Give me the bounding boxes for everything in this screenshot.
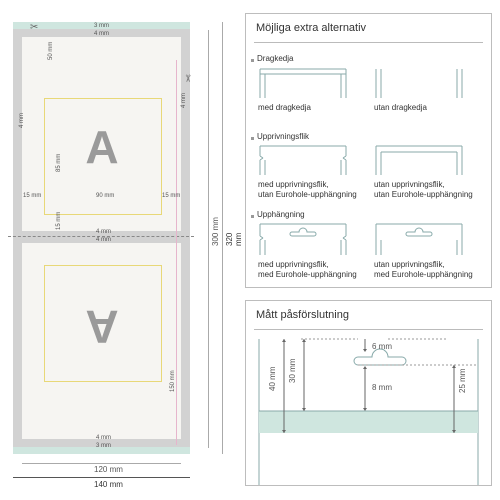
dim-top-3: 3 mm [94, 23, 109, 29]
bag-with-zipper-icon [259, 68, 347, 98]
bag-without-notch-with-eurohole-icon [375, 223, 463, 255]
dim-side-4-right: 4 mm [181, 93, 187, 108]
with-hang-label-2: med Eurohole-upphängning [258, 270, 357, 279]
without-hang-label-1: utan upprivningsflik, [374, 260, 445, 269]
bag-without-tear-notch-icon [375, 145, 463, 175]
print-area-bottom [44, 265, 162, 382]
with-flik-label-1: med upprivningsflik, [258, 180, 329, 189]
hang-heading: Upphängning [257, 210, 305, 219]
dim-320: 320 mm [225, 232, 243, 246]
with-flik-label-2: utan Eurohole-upphängning [258, 190, 357, 199]
letter-a-bottom: A [85, 301, 119, 353]
fold-line [8, 236, 194, 237]
dim-30mm: 30 mm [288, 358, 297, 383]
dim-15-left: 15 mm [23, 193, 42, 199]
dim-line-300 [208, 30, 209, 448]
scissors-icon: ✂ [181, 74, 193, 83]
bag-with-tear-notch-icon [259, 145, 347, 175]
letter-a-top: A [85, 121, 119, 173]
dim-line-140 [13, 477, 190, 478]
bag-with-notch-and-eurohole-icon [259, 223, 347, 255]
panel-title: Möjliga extra alternativ [256, 22, 367, 34]
dim-6mm: 6 mm [372, 342, 392, 351]
dim-40mm: 40 mm [268, 366, 277, 391]
without-flik-label-1: utan upprivningsflik, [374, 180, 445, 189]
dim-side-4-left: 4 mm [19, 113, 25, 128]
closure-title-divider [254, 329, 483, 330]
flik-heading: Upprivningsflik [257, 132, 310, 141]
dim-25mm: 25 mm [458, 368, 467, 393]
dim-140: 140 mm [94, 480, 123, 489]
dim-bot-3: 3 mm [96, 443, 111, 449]
without-flik-label-2: utan Eurohole-upphängning [374, 190, 473, 199]
without-zipper-label: utan dragkedja [374, 103, 427, 112]
dim-15-vert: 15 mm [56, 211, 62, 230]
dim-85: 85 mm [56, 153, 62, 172]
dragkedja-heading: Dragkedja [257, 54, 294, 63]
dim-8mm: 8 mm [372, 383, 392, 392]
dim-50: 50 mm [48, 41, 54, 60]
dim-line-120 [22, 463, 181, 464]
front-panel [22, 37, 181, 231]
closure-title: Mått påsförslutning [256, 309, 349, 321]
print-area-top [44, 98, 162, 215]
scissors-icon: ✂ [30, 22, 39, 33]
dim-120: 120 mm [94, 465, 123, 474]
without-hang-label-2: med Eurohole-upphängning [374, 270, 473, 279]
dim-top-4: 4 mm [94, 31, 109, 37]
dim-line-320 [222, 22, 223, 454]
back-panel [22, 243, 181, 439]
bullet [251, 215, 254, 218]
bag-layout-diagram: A A 3 mm 4 mm 50 mm 85 mm 90 mm 15 mm 15… [0, 0, 243, 500]
with-hang-label-1: med upprivningsflik, [258, 260, 329, 269]
dim-mid-4-a: 4 mm [96, 229, 111, 235]
bag-without-zipper-icon [375, 69, 463, 98]
closure-dimensions-panel: Mått påsförslutning 6 mm 8 mm [245, 300, 492, 486]
dim-300: 300 mm [211, 217, 220, 246]
closure-diagram [258, 338, 479, 485]
dim-15-right: 15 mm [162, 193, 181, 199]
with-zipper-label: med dragkedja [258, 103, 311, 112]
title-divider [254, 42, 483, 43]
dim-mid-4-b: 4 mm [96, 237, 111, 243]
pink-guide [176, 60, 177, 445]
bullet [251, 137, 254, 140]
bullet [251, 59, 254, 62]
dim-bot-4: 4 mm [96, 435, 111, 441]
extra-options-panel: Möjliga extra alternativ Dragkedja med d… [245, 13, 492, 288]
dim-90: 90 mm [96, 193, 115, 199]
dim-150: 150 mm [170, 370, 176, 392]
